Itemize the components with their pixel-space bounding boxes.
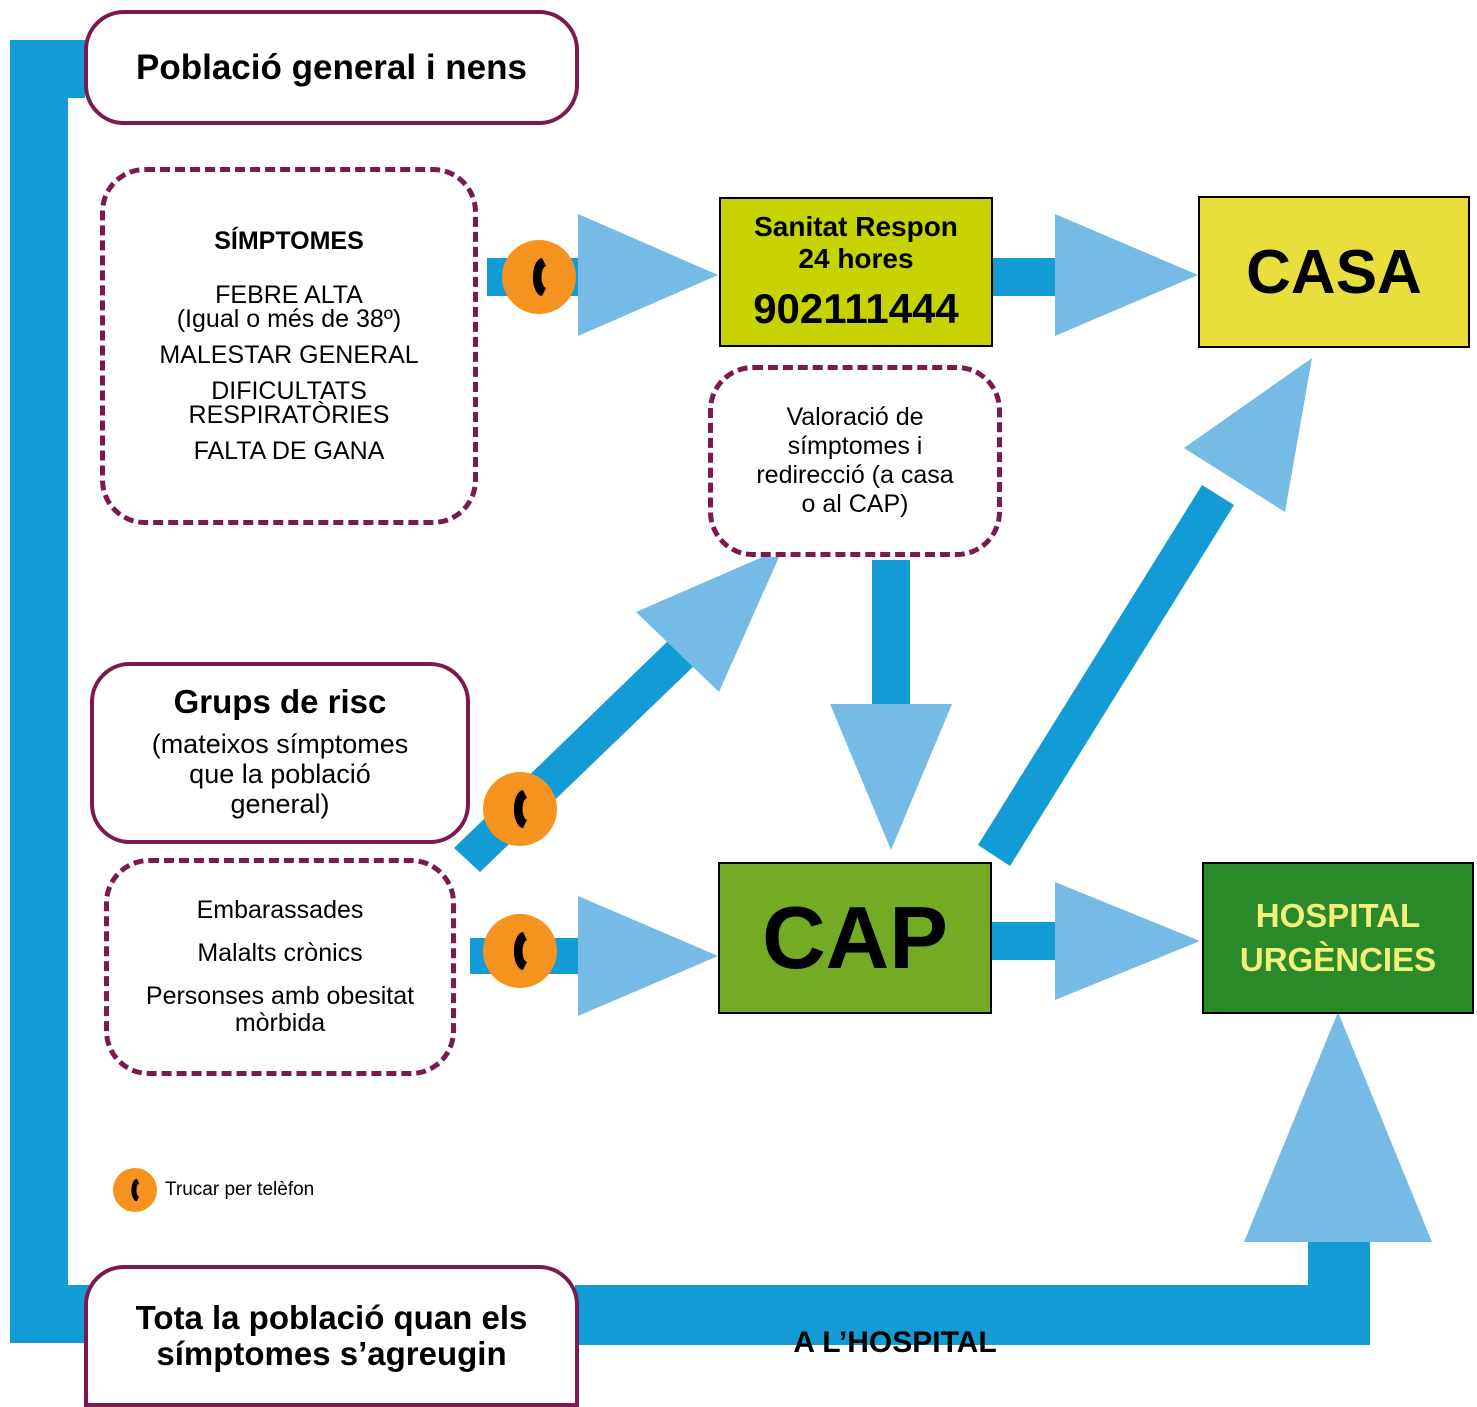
risk-group-line: (mateixos símptomes (151, 729, 409, 759)
risk-list-item: Malalts crònics (197, 939, 363, 967)
symptom-item: FALTA DE GANA (193, 437, 385, 465)
cap-box: CAP (718, 862, 992, 1014)
risk-list-item: Embarassades (196, 896, 364, 924)
arrow-to-cap-down (830, 704, 952, 850)
phone-icon (483, 772, 557, 846)
symptom-item: RESPIRATÒRIES (188, 401, 390, 429)
legend-label: Trucar per telèfon (165, 1179, 315, 1200)
casa-box: CASA (1198, 196, 1470, 348)
symptom-item: (Igual o més de 38º) (176, 305, 402, 333)
cap-label: CAP (762, 888, 948, 987)
arrow-to-hospital (1055, 882, 1200, 1000)
phone-icon (113, 1168, 157, 1212)
valoracio-line: o al CAP) (801, 490, 909, 518)
arrow-to-casa-diagonal (1184, 358, 1312, 512)
sanitat-respon-box: Sanitat Respon 24 hores 902111444 (719, 197, 993, 347)
connector-cap-casa (978, 485, 1234, 866)
bottom-route-riser (1308, 1230, 1370, 1345)
connector-valoracio-cap (872, 560, 910, 710)
arrow-to-casa (1055, 214, 1198, 336)
symptom-item: DIFICULTATS (211, 377, 367, 405)
arrow-up-hospital (1244, 1012, 1432, 1242)
valoracio-box: Valoració de símptomes i redirecció (a c… (708, 365, 1002, 557)
symptoms-box: SÍMPTOMES FEBRE ALTA (Igual o més de 38º… (100, 167, 478, 525)
symptom-item: MALESTAR GENERAL (159, 341, 419, 369)
bottom-route-connector (575, 1285, 1370, 1345)
risk-list-item: mòrbida (234, 1009, 326, 1037)
connector-sanitat-casa (992, 258, 1057, 296)
arrow-to-cap-right (578, 896, 718, 1016)
sanitat-phone-number: 902111444 (753, 285, 959, 332)
valoracio-line: redirecció (a casa (756, 461, 954, 489)
risk-group-line: general) (230, 789, 330, 819)
population-general-title: Població general i nens (136, 47, 527, 87)
hospital-line1: HOSPITAL (1255, 897, 1421, 934)
legend: Trucar per telèfon (113, 1168, 314, 1212)
sanitat-line2: 24 hores (798, 243, 914, 274)
risk-group-title: Grups de risc (173, 683, 387, 720)
hospital-line2: URGÈNCIES (1239, 941, 1437, 978)
risk-list-item: Personses amb obesitat (145, 982, 415, 1010)
all-population-line1: Tota la població quan els (135, 1299, 528, 1336)
arrow-to-valoracio (636, 548, 783, 692)
all-population-box: Tota la població quan els símptomes s’ag… (84, 1265, 579, 1407)
hospital-box: HOSPITAL URGÈNCIES (1202, 862, 1474, 1014)
symptom-item: FEBRE ALTA (215, 281, 363, 309)
risk-group-box: Grups de risc (mateixos símptomes que la… (90, 662, 470, 844)
risk-group-line: que la població (189, 759, 371, 789)
all-population-line2: símptomes s’agreugin (156, 1335, 507, 1372)
population-general-box: Població general i nens (84, 10, 579, 125)
arrow-to-sanitat (578, 214, 718, 336)
sanitat-line1: Sanitat Respon (754, 211, 958, 242)
valoracio-line: Valoració de (786, 403, 924, 431)
risk-list-box: Embarassades Malalts crònics Personses a… (104, 858, 456, 1076)
left-vertical-connector (10, 40, 68, 1340)
valoracio-line: símptomes i (787, 432, 923, 460)
phone-icon (502, 240, 576, 314)
hospital-route-label: A L’HOSPITAL (793, 1326, 997, 1359)
casa-label: CASA (1246, 237, 1422, 307)
symptoms-title: SÍMPTOMES (214, 227, 364, 255)
left-top-connector (40, 40, 85, 98)
phone-icon (483, 914, 557, 988)
connector-cap-hospital (992, 922, 1057, 960)
